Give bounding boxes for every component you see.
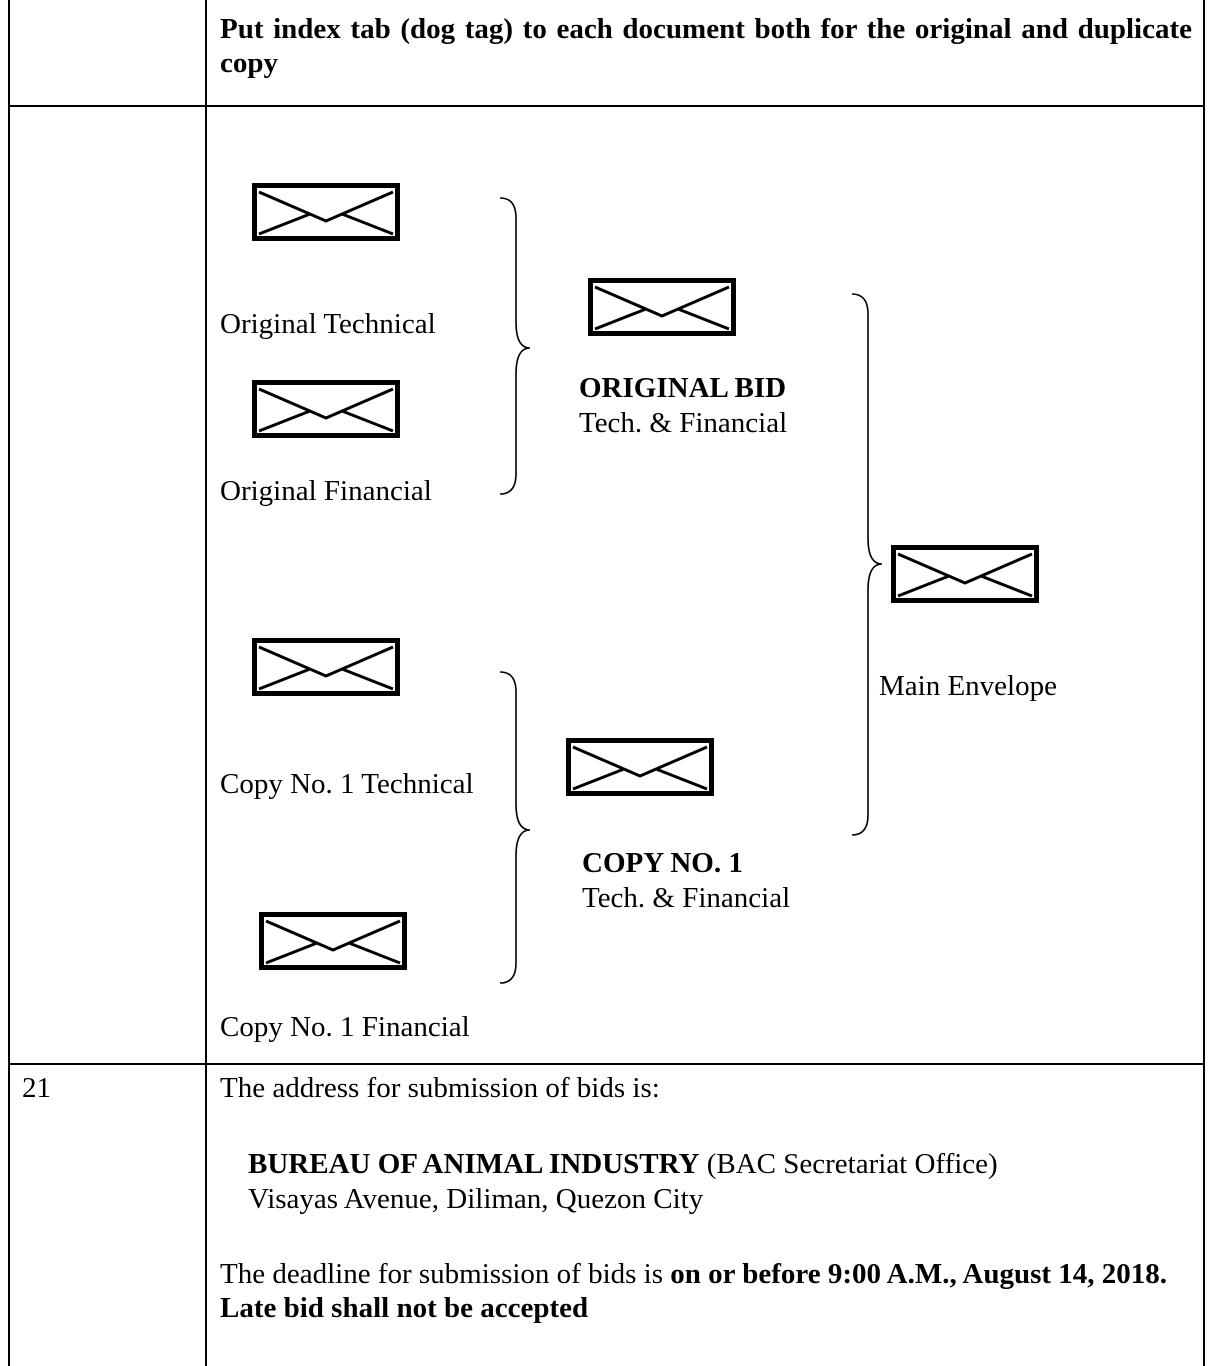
envelope-icon (252, 638, 400, 696)
right-brace-copy (499, 671, 531, 984)
original-bid-title: ORIGINAL BID (579, 372, 787, 404)
table-column-divider (205, 0, 207, 1366)
main-envelope-label: Main Envelope (879, 670, 1057, 702)
envelope-icon (891, 545, 1039, 603)
deadline-paragraph: The deadline for submission of bids is o… (220, 1257, 1200, 1325)
copy-subtitle: Tech. & Financial (582, 882, 791, 914)
row-divider-2 (8, 1063, 1205, 1065)
office-address: Visayas Avenue, Diliman, Quezon City (248, 1183, 704, 1215)
right-brace-main (851, 293, 883, 836)
envelope-icon (566, 738, 714, 796)
office-unit: (BAC Secretariat Office) (706, 1148, 998, 1180)
deadline-value: on or before 9:00 A.M., August 14, 2018.… (220, 1258, 1168, 1324)
right-brace-original (499, 197, 531, 495)
table-left-border (8, 0, 10, 1366)
envelope-icon (252, 183, 400, 241)
clause-number: 21 (22, 1072, 51, 1104)
copy-title: COPY NO. 1 (582, 847, 743, 879)
original-bid-subtitle: Tech. & Financial (579, 407, 788, 439)
table-right-border (1203, 0, 1205, 1366)
row-divider-1 (8, 105, 1205, 107)
deadline-intro: The deadline for submission of bids is (220, 1258, 664, 1290)
envelope-icon (588, 278, 736, 336)
envelope-icon (259, 912, 407, 970)
envelope-icon (252, 380, 400, 438)
copy-financial-label: Copy No. 1 Financial (220, 1011, 470, 1043)
instruction-text: Put index tab (dog tag) to each document… (220, 13, 1192, 79)
original-technical-label: Original Technical (220, 308, 436, 340)
office-line: BUREAU OF ANIMAL INDUSTRY (BAC Secretari… (248, 1147, 998, 1181)
address-intro: The address for submission of bids is: (220, 1072, 660, 1104)
office-name: BUREAU OF ANIMAL INDUSTRY (248, 1148, 700, 1180)
copy-technical-label: Copy No. 1 Technical (220, 768, 474, 800)
original-financial-label: Original Financial (220, 475, 432, 507)
